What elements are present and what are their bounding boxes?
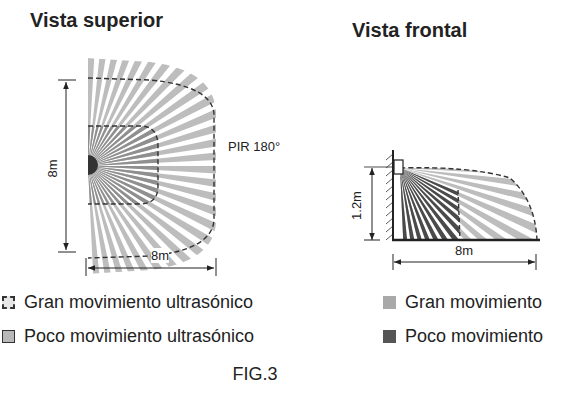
legend-swatch (2, 330, 15, 343)
legend-text: Gran movimiento ultrasónico (24, 293, 253, 311)
ray (88, 77, 294, 166)
ray (88, 98, 301, 166)
ray (88, 166, 235, 338)
caption-text: FIG.3 (232, 364, 277, 384)
hatch-stroke (386, 218, 393, 224)
hatch-stroke (386, 226, 393, 232)
ray (88, 56, 285, 166)
small-range-outline (458, 190, 460, 240)
hatch-stroke (386, 170, 393, 176)
dimension-tick (58, 80, 76, 81)
ray (88, 166, 217, 351)
legend-entry: Poco movimiento (383, 327, 543, 345)
view-heading: Vista superior (30, 10, 163, 30)
ray (88, 77, 294, 166)
dimension-label: 8m (151, 249, 169, 262)
ray (88, 166, 111, 386)
dimension-tick (364, 167, 392, 168)
dimension-tick (364, 240, 380, 241)
ray (400, 168, 541, 317)
ray (88, 166, 279, 287)
ray (88, 166, 297, 246)
sensor-symbol (88, 155, 98, 175)
dimension-line (372, 168, 373, 240)
legend-entry: Gran movimiento ultrasónico (2, 293, 253, 311)
legend-swatch (383, 330, 396, 343)
hatch-stroke (386, 202, 393, 208)
legend-entry: Gran movimiento (383, 293, 542, 311)
dimension-label: 8m (46, 159, 59, 177)
legend-text: Poco movimiento ultrasónico (24, 327, 254, 345)
legend-entry: Poco movimiento ultrasónico (2, 327, 254, 345)
ray (400, 168, 541, 317)
hatch-stroke (386, 194, 393, 200)
dimension-tick (536, 254, 537, 270)
ray (400, 168, 555, 303)
dimension-tick (216, 258, 217, 276)
sensor-label: PIR 180° (228, 140, 280, 153)
ray (400, 168, 566, 288)
dimension-line (66, 82, 67, 250)
ray (88, 166, 235, 338)
ray (88, 166, 289, 267)
hatch-stroke (386, 234, 393, 240)
legend-text: Poco movimiento (405, 327, 543, 345)
floor (392, 239, 540, 242)
label-text: Vista frontal (352, 19, 467, 41)
hatch-stroke (386, 210, 393, 216)
legend-text: Gran movimiento (405, 293, 542, 311)
label-text: 8m (45, 159, 60, 177)
ray (88, 166, 289, 267)
ray (400, 168, 555, 303)
ray (88, 166, 156, 379)
label-text: PIR 180° (228, 139, 280, 154)
ray (400, 168, 494, 349)
ray (88, 166, 266, 305)
ray (88, 166, 303, 224)
label-text: 1.2m (349, 191, 364, 220)
dimension-line (88, 268, 214, 269)
dimension-tick (393, 254, 394, 270)
legend-swatch (2, 296, 15, 309)
hatch-stroke (386, 186, 393, 192)
label-text: 8m (151, 248, 169, 263)
hatch-stroke (386, 178, 393, 184)
dimension-label: 8m (455, 244, 473, 257)
large-range-outline (88, 78, 214, 258)
small-range-outline (88, 126, 158, 204)
dimension-line (394, 262, 535, 263)
view-heading: Vista frontal (352, 20, 467, 40)
ray (88, 166, 111, 386)
ray (400, 168, 511, 340)
figure-caption: FIG.3 (232, 365, 277, 383)
ray (88, 166, 134, 383)
label-text: Vista superior (30, 9, 163, 31)
hatch-stroke (386, 154, 393, 160)
front-rays (400, 168, 581, 368)
dimension-label: 1.2m (350, 191, 363, 220)
dimension-tick (58, 252, 76, 253)
sensor-symbol (394, 160, 403, 174)
ray (400, 168, 566, 288)
dimension-tick (86, 258, 87, 276)
large-range-outline (400, 168, 537, 240)
label-text: 8m (455, 243, 473, 258)
legend-swatch (383, 296, 396, 309)
ray (88, 120, 305, 166)
